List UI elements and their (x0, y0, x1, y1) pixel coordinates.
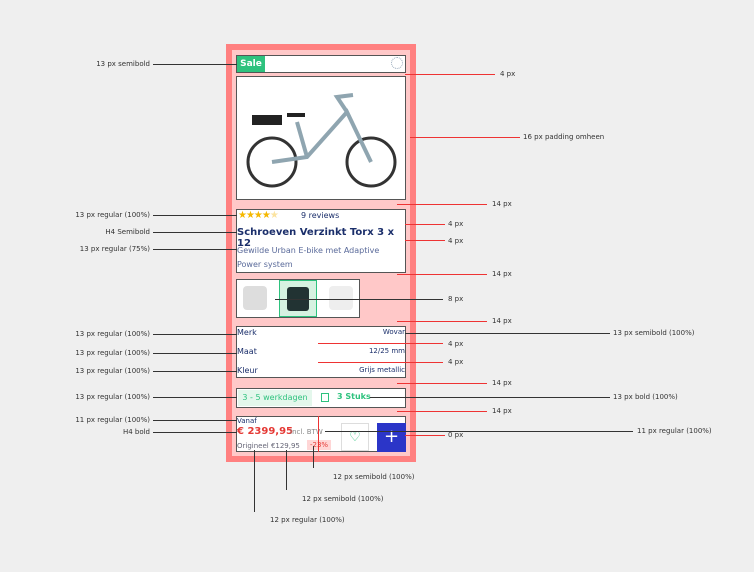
annotation: 4 px (448, 220, 464, 228)
specs: Merk Wovar Maat 12/25 mm Kleur Grijs met… (236, 326, 406, 378)
box-icon (321, 393, 329, 402)
sale-badge: Sale (237, 56, 265, 72)
annotation: 11 px regular (100%) (75, 416, 150, 424)
spec-value: Wovar (382, 328, 405, 336)
annotation: 13 px semibold (100%) (613, 329, 695, 337)
annotation: H4 bold (122, 428, 150, 436)
annotation: 4 px (500, 70, 516, 78)
stock-count: 3 Stuks (337, 392, 371, 401)
delivery-badge: 3 - 5 werkdagen (238, 390, 312, 406)
annotation: 12 px semibold (100%) (333, 473, 415, 481)
spec-label: Merk (237, 328, 257, 337)
annotation: 13 px semibold (96, 60, 150, 68)
thumbnail[interactable] (329, 286, 353, 310)
annotation: 14 px (492, 270, 512, 278)
price: € 2399,95 (237, 426, 293, 437)
annotation: 13 px regular (100%) (75, 367, 150, 375)
spec-label: Maat (237, 347, 257, 356)
vat-label: Incl. BTW (290, 428, 323, 436)
card-header: Sale (236, 55, 406, 73)
product-title[interactable]: Schroeven Verzinkt Torx 3 x 12 (237, 227, 395, 249)
annotation: 11 px regular (100%) (637, 427, 712, 435)
spec-value: Grijs metallic (359, 366, 405, 374)
annotation: 14 px (492, 379, 512, 387)
star-rating: ★★★★★ (238, 210, 279, 221)
annotation: 8 px (448, 295, 464, 303)
reviews-link[interactable]: 9 reviews (301, 211, 340, 220)
annotation: 12 px semibold (100%) (302, 495, 384, 503)
annotation: 4 px (448, 340, 464, 348)
spec-value: 12/25 mm (368, 347, 405, 355)
annotation: 13 px regular (75%) (79, 245, 150, 253)
annotation: 13 px regular (100%) (75, 211, 150, 219)
annotation: 14 px (492, 317, 512, 325)
bike-image (246, 93, 397, 188)
original-price: Origineel €129,95 (237, 442, 300, 450)
discount-badge: -23% (307, 440, 332, 450)
annotation: 4 px (448, 358, 464, 366)
product-image[interactable] (236, 76, 406, 200)
stock-block: 3 - 5 werkdagen 3 Stuks (236, 388, 406, 408)
annotation: 13 px regular (100%) (75, 330, 150, 338)
annotation: 14 px (492, 407, 512, 415)
annotation: H4 Semibold (105, 228, 150, 236)
annotation: 14 px (492, 200, 512, 208)
annotation: 13 px regular (100%) (75, 393, 150, 401)
annotation: 13 px bold (100%) (613, 393, 678, 401)
thumbnails (236, 279, 360, 318)
annotation: 4 px (448, 237, 464, 245)
product-description: Gewilde Urban E-bike met Adaptive Power … (237, 246, 380, 269)
annotation: 0 px (448, 431, 464, 439)
annotation: 12 px regular (100%) (270, 516, 345, 524)
settings-icon[interactable] (391, 57, 403, 69)
wishlist-heart-icon[interactable]: ♡ (341, 423, 369, 451)
spec-label: Kleur (237, 366, 258, 375)
price-block: Vanaf € 2399,95 Incl. BTW Origineel €129… (236, 416, 406, 452)
annotation: 13 px regular (100%) (75, 349, 150, 357)
annotation: 16 px padding omheen (523, 133, 605, 141)
from-label: Vanaf (237, 417, 257, 425)
thumbnail[interactable] (243, 286, 267, 310)
add-to-cart-button[interactable]: + (377, 423, 406, 452)
info-block: ★★★★★ 9 reviews Schroeven Verzinkt Torx … (236, 209, 406, 273)
